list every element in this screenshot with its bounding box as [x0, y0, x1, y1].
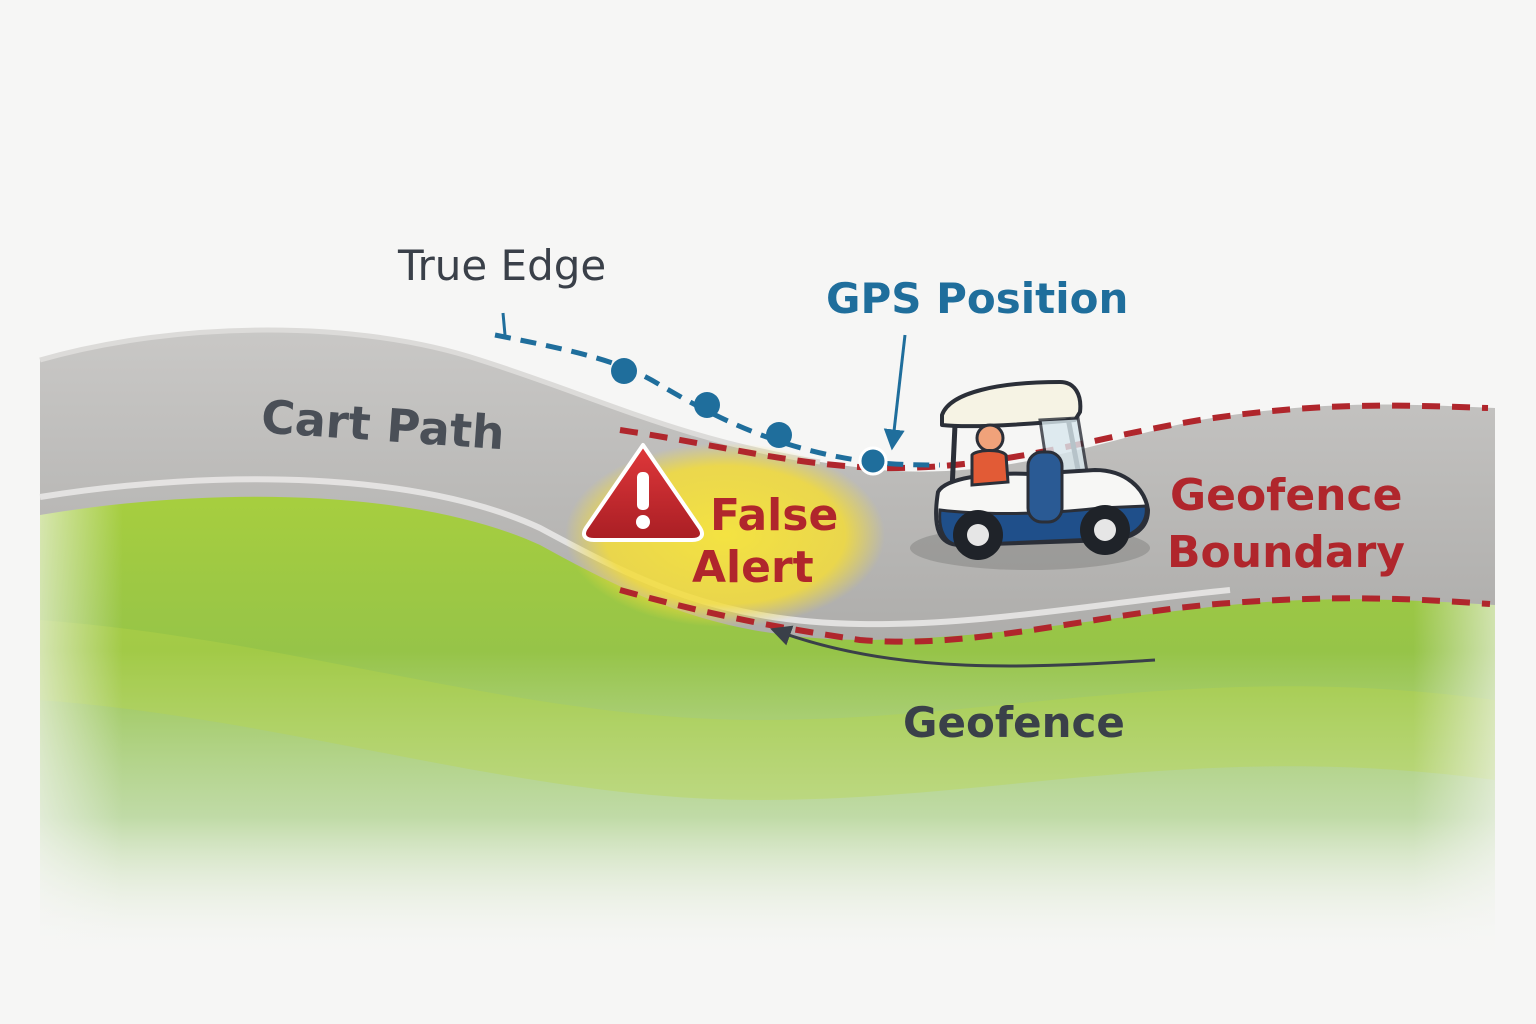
true-edge-line — [494, 332, 941, 468]
gps-position-label: GPS Position — [826, 274, 1128, 323]
geofence-boundary-label-line1: Geofence — [1170, 470, 1402, 521]
geofence-boundary-label-line2: Boundary — [1167, 527, 1405, 578]
gps-position-arrow — [883, 334, 907, 451]
false-alert-label-line2: Alert — [692, 542, 814, 593]
gps-point — [611, 358, 637, 384]
true-edge-label: True Edge — [397, 241, 606, 290]
gps-point — [694, 392, 720, 418]
geofence-arrow — [770, 625, 1156, 668]
geofence-boundary-lower — [619, 587, 1491, 645]
warning-triangle-icon — [582, 443, 704, 542]
gps-point — [858, 446, 888, 476]
false-alert-label-line1: False — [710, 490, 838, 541]
gps-point — [766, 422, 792, 448]
geofence-label: Geofence — [903, 698, 1125, 747]
golf-cart-icon — [910, 380, 1150, 570]
